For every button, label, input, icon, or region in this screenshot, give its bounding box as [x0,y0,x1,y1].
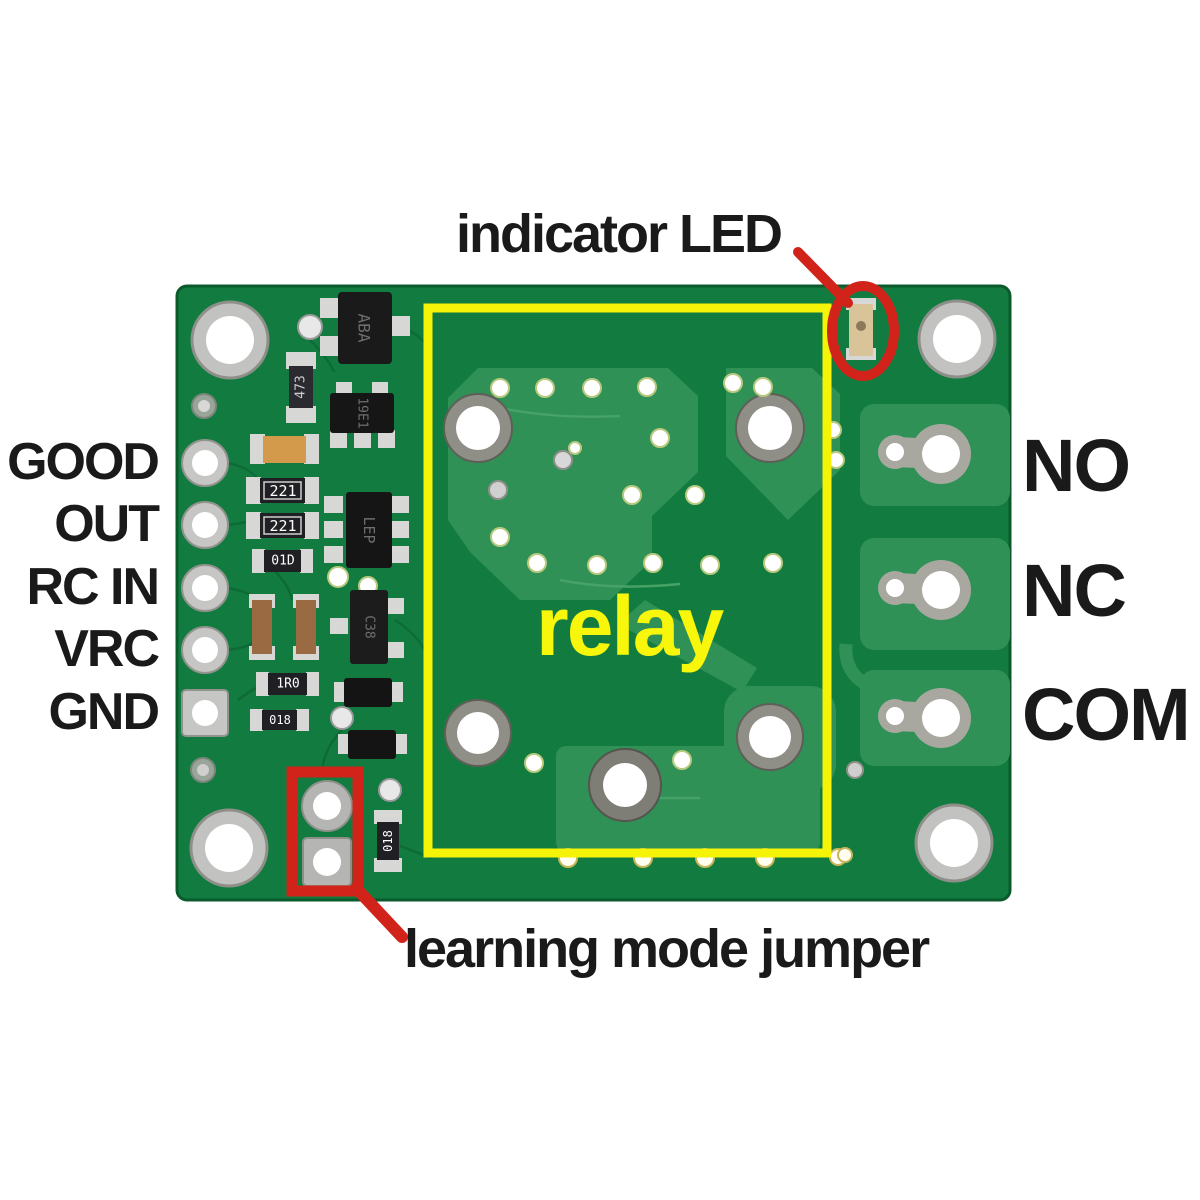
pin-pad-no [878,424,971,484]
pin-pad-rc-in [181,564,229,612]
red-callouts [286,247,899,943]
left-pin-pads [181,393,229,783]
pin-label-gnd: GND [48,683,160,741]
label-relay: relay [536,579,724,673]
capacitor-brown-2 [293,594,319,660]
resistor-221-2: 221 [246,512,319,539]
pin-pad-out [181,501,229,549]
transistor-c38: C38 [330,590,404,664]
relay-pin-holes [443,393,805,822]
pin-pad-vrc [181,626,229,674]
learning-mode-jumper-pads [301,780,353,887]
resistor-473: 473 [286,352,316,423]
label-indicator-led: indicator LED [456,204,783,264]
svg-text:19E1: 19E1 [355,397,370,428]
svg-text:01D: 01D [271,554,295,569]
pin-pad-good [181,439,229,487]
pin-label-good: GOOD [7,433,160,491]
svg-text:C38: C38 [362,615,377,638]
pin-label-no: NO [1022,424,1131,507]
svg-text:473: 473 [294,375,309,398]
indicator-led [846,298,876,360]
svg-text:LEP: LEP [360,516,378,543]
jumper-callout-line [350,882,408,943]
transistor-aba: ABA [320,292,410,364]
pin-label-out: OUT [54,495,160,553]
resistor-221-1: 221 [246,477,319,504]
resistor-018-bottom: 018 [374,810,402,872]
relay-outline-box [423,303,832,858]
svg-text:221: 221 [269,517,296,535]
mounting-holes [189,299,997,888]
diode-2 [338,730,407,759]
svg-text:221: 221 [269,482,296,500]
ic-sot23-5: 19E1 [330,382,395,448]
capacitor-brown-1 [249,594,275,660]
pin-pad-gnd [181,689,229,737]
indicator-led-callout-circle [827,281,899,381]
pin-pad-nc [878,560,971,620]
resistor-018-left: 018 [250,709,309,731]
capacitor-orange [250,434,319,464]
ic-sot23-6: LEP [324,492,409,568]
svg-text:018: 018 [269,713,291,727]
svg-text:ABA: ABA [355,314,374,343]
pin-label-vrc: VRC [54,620,160,678]
resistor-1r0: 1R0 [256,672,319,696]
label-learning-mode-jumper: learning mode jumper [404,919,930,979]
smd-components: ABA 473 19E1 [246,292,876,872]
resistor-01d: 01D [252,549,313,573]
svg-text:1R0: 1R0 [276,677,299,692]
jumper-callout-box [286,766,364,897]
pin-label-nc: NC [1022,549,1127,632]
via-dots [297,314,864,868]
svg-text:018: 018 [381,830,395,852]
pin-label-rc-in: RC IN [26,558,160,616]
diode-1 [334,678,403,707]
pin-pad-com [878,688,971,748]
right-pin-pads [878,424,971,748]
pin-label-com: COM [1022,673,1191,756]
